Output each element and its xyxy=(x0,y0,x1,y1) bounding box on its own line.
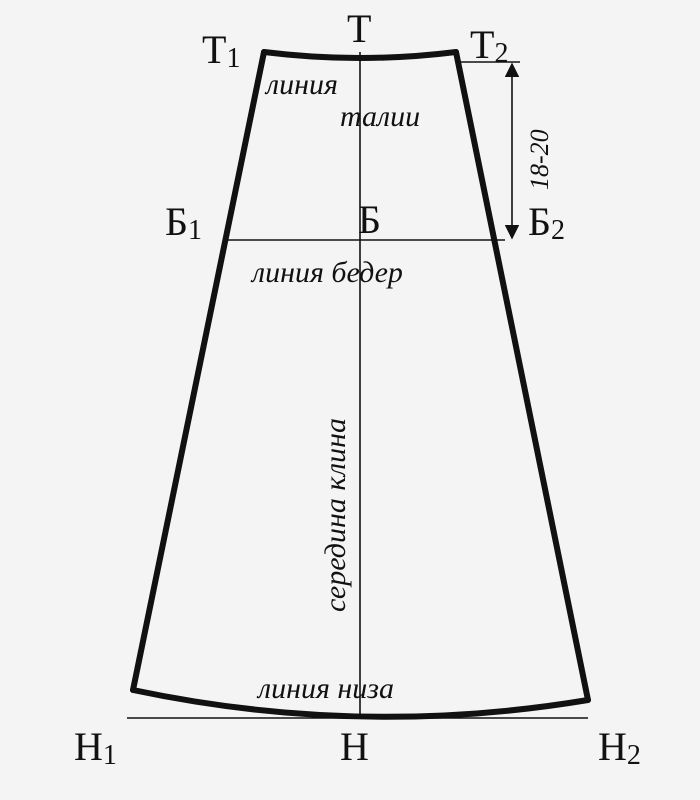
point-h1: Н1 xyxy=(74,724,117,771)
gore-center-label: середина клина xyxy=(319,418,352,612)
hip-label: линия бедер xyxy=(250,256,403,289)
point-t1: Т1 xyxy=(202,27,240,74)
point-t: Т xyxy=(347,6,371,51)
point-b: Б xyxy=(358,197,381,242)
point-b1: Б1 xyxy=(165,199,202,246)
waist-label-line1: линия xyxy=(264,68,338,101)
waist-label-line2: талии xyxy=(340,100,420,133)
point-b2: Б2 xyxy=(528,199,565,246)
point-h2: Н2 xyxy=(598,724,641,771)
dimension-label: 18-20 xyxy=(525,129,554,190)
point-t2: Т2 xyxy=(470,22,508,69)
point-h: Н xyxy=(340,724,369,769)
right-side-seam xyxy=(453,49,591,703)
left-side-seam xyxy=(130,49,267,693)
hem-label: линия низа xyxy=(256,672,394,705)
